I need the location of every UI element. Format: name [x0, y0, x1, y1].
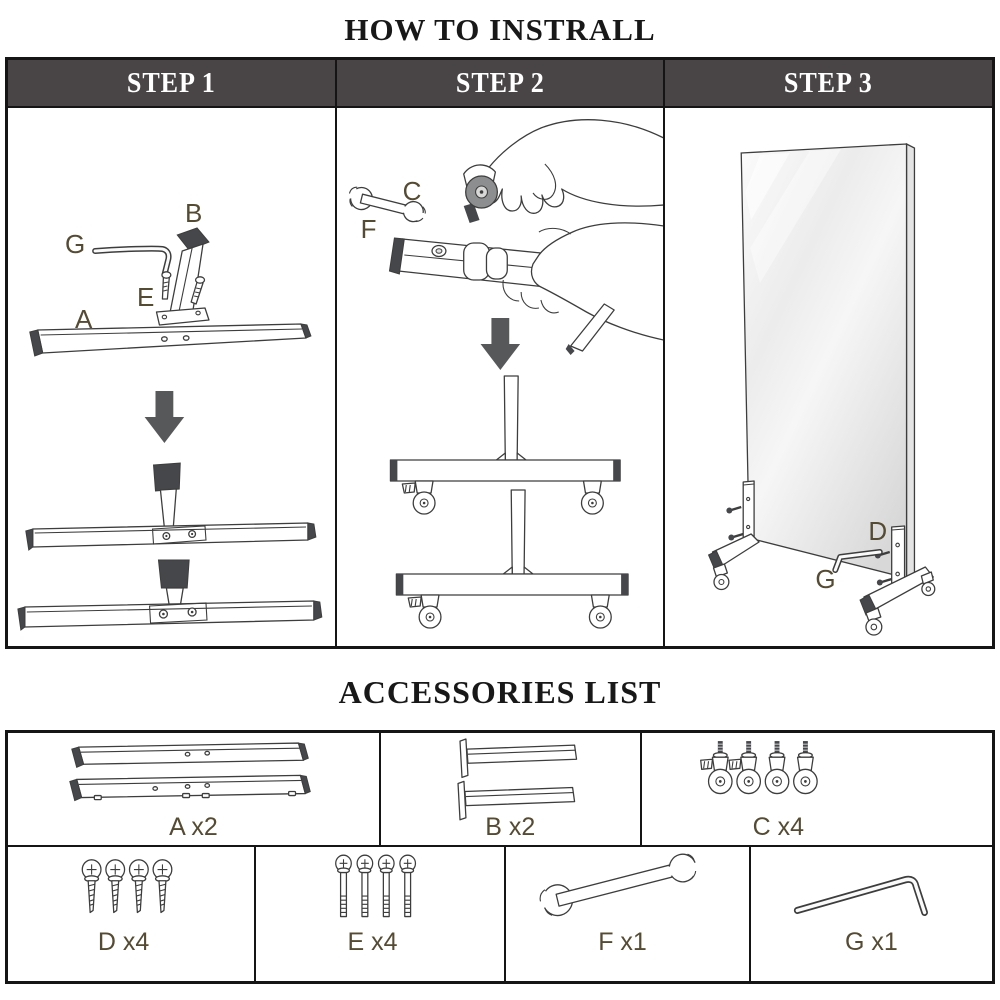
- accessory-cell-b: B x2: [381, 733, 642, 845]
- short-screw-icon: [81, 859, 173, 914]
- left-leg: [708, 480, 761, 591]
- step-1-header: STEP 1: [8, 60, 337, 106]
- accessory-cell-c: C x4: [642, 733, 992, 845]
- step-3-illustration: [708, 142, 936, 636]
- part-label-b: B: [185, 198, 203, 228]
- part-label-a: A: [75, 304, 93, 334]
- caster-icon: [462, 164, 498, 223]
- accessory-label-d: D x4: [97, 928, 150, 956]
- wrench-icon: [531, 853, 708, 917]
- down-arrow-icon: [144, 391, 185, 443]
- part-label-d: D: [868, 516, 888, 546]
- right-leg: [859, 525, 936, 636]
- steps-table: STEP 1 STEP 2 STEP 3: [5, 57, 995, 649]
- accessory-cell-g: G x1: [751, 847, 992, 981]
- step-2-illustration: [342, 119, 664, 629]
- accessory-label-f: F x1: [598, 928, 647, 956]
- accessories-title: ACCESSORIES LIST: [338, 674, 662, 710]
- accessory-label-c: C x4: [752, 813, 804, 841]
- bolt-icon: [161, 271, 172, 300]
- step-3-panel: D G: [665, 108, 992, 646]
- accessories-row-1: A x2 B x2: [8, 733, 992, 847]
- allen-key-icon: [92, 245, 172, 278]
- part-label-g: G: [65, 229, 86, 259]
- screw-icon: [728, 532, 744, 541]
- steps-body: G B E A: [8, 108, 992, 646]
- accessory-label-g: G x1: [845, 928, 898, 956]
- part-label-c: C: [402, 176, 422, 206]
- step-3-title: STEP 3: [784, 66, 874, 99]
- assembled-base-2: [17, 559, 323, 631]
- wrench-icon: [342, 184, 430, 226]
- accessory-label-a: A x2: [169, 813, 218, 841]
- wheeled-base-1: [389, 375, 621, 515]
- accessories-row-2: D x4: [8, 847, 992, 981]
- accessory-cell-a: A x2: [8, 733, 381, 845]
- accessory-cell-d: D x4: [8, 847, 256, 981]
- step-3-header: STEP 3: [665, 60, 992, 106]
- step-1-panel: G B E A: [8, 108, 337, 646]
- accessory-label-b: B x2: [485, 813, 536, 841]
- mirror-illustration: [740, 142, 916, 586]
- crossbar: [29, 323, 312, 357]
- page-title: HOW TO INSTRALL: [344, 12, 656, 47]
- step-2-panel: C F: [337, 108, 666, 646]
- step-2-header: STEP 2: [337, 60, 666, 106]
- long-bolt-icon: [335, 854, 417, 918]
- upright-post-icon: [457, 738, 578, 821]
- allen-key-icon: [832, 549, 884, 573]
- step-1-illustration: [17, 227, 323, 631]
- part-label-g: G: [815, 564, 836, 594]
- down-arrow-icon: [480, 318, 520, 370]
- base-crossbar-icon: [69, 742, 311, 802]
- part-label-f: F: [360, 214, 377, 244]
- accessory-cell-f: F x1: [506, 847, 751, 981]
- hand-illustration: [478, 119, 664, 214]
- accessory-cell-e: E x4: [256, 847, 506, 981]
- frame-corner-piece: [565, 303, 615, 355]
- step-1-title: STEP 1: [126, 66, 216, 99]
- wheeled-base-2: [395, 489, 629, 629]
- accessory-label-e: E x4: [347, 928, 398, 956]
- accessories-table: A x2 B x2: [5, 730, 995, 984]
- caster-wheel-icon: [699, 741, 818, 795]
- screw-icon: [726, 505, 742, 514]
- allen-key-icon: [793, 875, 928, 917]
- steps-header-row: STEP 1 STEP 2 STEP 3: [8, 60, 992, 108]
- bolt-icon: [190, 276, 206, 305]
- assembled-base-1: [25, 462, 317, 551]
- step-2-title: STEP 2: [455, 66, 545, 99]
- screw-icon: [877, 577, 893, 586]
- part-label-e: E: [137, 282, 155, 312]
